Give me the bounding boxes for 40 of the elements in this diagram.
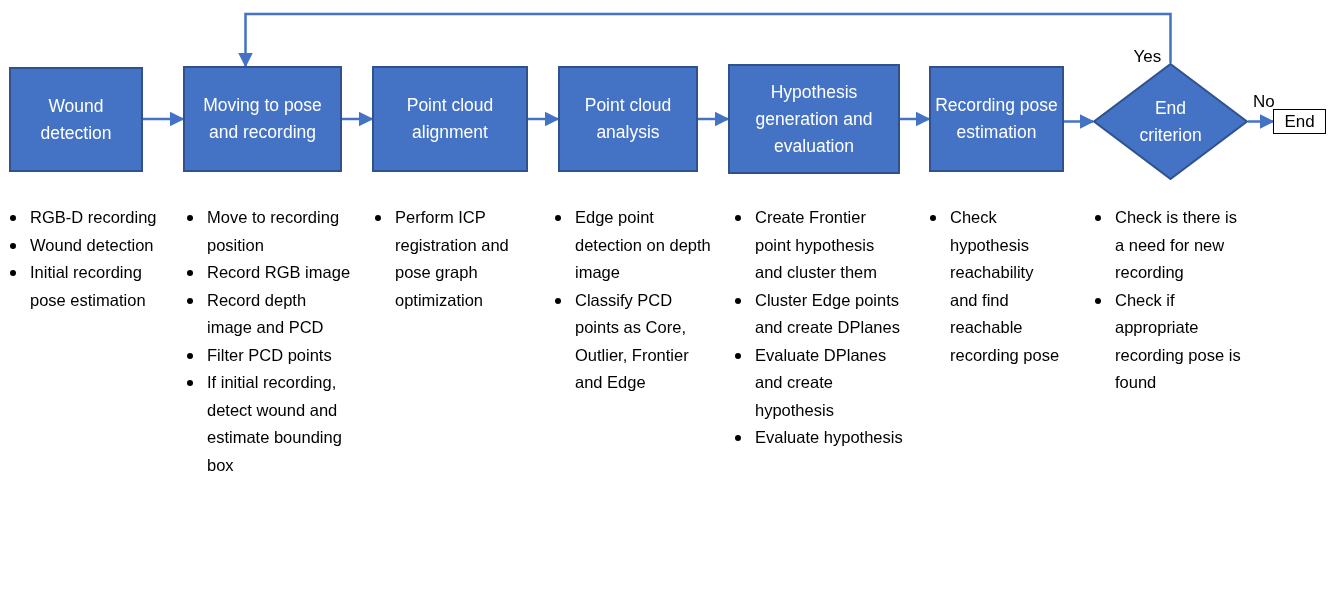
node-label: Hypothesis generation and evaluation — [754, 80, 874, 158]
node-label: Moving to pose and recording — [202, 94, 323, 144]
bullet-text: Classify PCD points as Core, Outlier, Frontier and Edge — [575, 289, 690, 393]
bullet-text: Check is there is a need for new recording — [1115, 207, 1238, 283]
bullet-text: Initial recording pose estimation — [30, 262, 147, 311]
bullet-text: Filter PCD points — [207, 344, 332, 366]
bullet-text: Check if appropriate recording pose is found — [1115, 289, 1242, 393]
bullet-text: Edge point detection on depth image — [575, 207, 712, 283]
end-box: End — [1273, 109, 1326, 134]
process-box — [728, 64, 900, 174]
node-label: Recording pose estimation — [935, 94, 1058, 144]
process-box — [9, 67, 143, 172]
bullet-text: If initial recording, detect wound and estimate bounding box — [207, 372, 343, 476]
bullet-text: Create Frontier point hypothesis and cluster them — [755, 207, 878, 283]
arrow — [900, 111, 931, 127]
arrow — [238, 12, 1172, 68]
process-box — [183, 66, 342, 172]
bullet-text: Perform ICP registration and pose graph optimization — [395, 207, 510, 311]
bullet-text: Evaluate DPlanes and create hypothesis — [755, 344, 888, 421]
bullet-text: Record depth image and PCD — [207, 289, 325, 338]
process-box — [929, 66, 1064, 172]
node-label: Point cloud analysis — [583, 94, 673, 144]
bullet-text: Wound detection — [30, 234, 154, 256]
bullet-text: RGB-D recording — [30, 207, 157, 228]
process-box — [558, 66, 698, 172]
arrow — [1248, 114, 1275, 129]
arrow — [1064, 114, 1095, 129]
node-label: Wound detection — [39, 94, 113, 145]
arrow — [342, 111, 374, 127]
bullet-text: Record RGB image — [207, 262, 351, 283]
arrow — [528, 111, 560, 127]
bullet-text: Evaluate hypothesis — [755, 427, 903, 448]
bullet-text: Check hypothesis reachability and find reachable recording pose — [950, 207, 1061, 366]
bullet-text: Cluster Edge points and create DPlanes — [755, 289, 901, 338]
bullet-text: Move to recording position — [207, 207, 341, 256]
process-box — [372, 66, 528, 172]
arrow — [143, 111, 185, 127]
node-label: Point cloud alignment — [405, 94, 495, 144]
arrow — [698, 111, 730, 127]
node-label: End criterion — [1138, 96, 1203, 147]
